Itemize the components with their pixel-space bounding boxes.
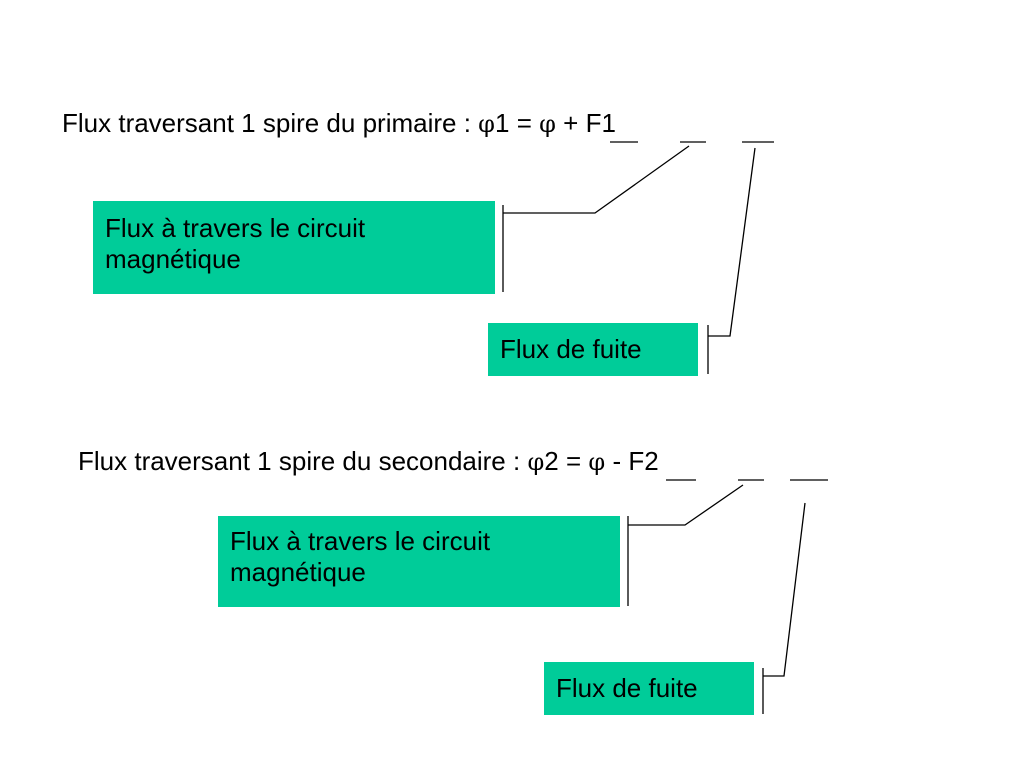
- secondary-magnetic-connector: [628, 484, 744, 526]
- primary-leakage-flux-box: Flux de fuite: [488, 323, 698, 376]
- primary-equation: Flux traversant 1 spire du primaire : φ1…: [62, 108, 616, 139]
- secondary-leakage-connector: [763, 502, 806, 677]
- secondary-phi-symbol: φ: [588, 448, 606, 476]
- secondary-phi2-symbol: φ: [527, 448, 545, 476]
- primary-magnetic-flux-line2: magnétique: [105, 244, 241, 274]
- secondary-phi2-index: 2: [544, 446, 559, 476]
- primary-magnetic-flux-box: Flux à travers le circuit magnétique: [93, 201, 495, 294]
- secondary-equation: Flux traversant 1 spire du secondaire : …: [78, 446, 659, 477]
- primary-leakage-flux-label: Flux de fuite: [500, 334, 642, 364]
- secondary-leakage-flux-label: Flux de fuite: [556, 673, 698, 703]
- primary-magnetic-connector: [503, 145, 690, 214]
- secondary-leak-term: F2: [628, 446, 659, 476]
- secondary-magnetic-flux-line2: magnétique: [230, 557, 366, 587]
- primary-equals: =: [516, 108, 532, 138]
- primary-leak-term: F1: [585, 108, 616, 138]
- secondary-label: Flux traversant 1 spire du secondaire :: [78, 446, 521, 476]
- primary-phi1-symbol: φ: [478, 110, 495, 138]
- primary-phi-symbol: φ: [539, 110, 556, 138]
- primary-label: Flux traversant 1 spire du primaire :: [62, 108, 471, 138]
- secondary-magnetic-flux-box: Flux à travers le circuit magnétique: [218, 516, 620, 607]
- secondary-equals: =: [565, 446, 582, 476]
- primary-magnetic-flux-line1: Flux à travers le circuit: [105, 213, 366, 243]
- secondary-leakage-flux-box: Flux de fuite: [544, 662, 754, 715]
- primary-phi1-index: 1: [494, 108, 510, 138]
- primary-leakage-connector: [708, 147, 756, 337]
- secondary-magnetic-flux-line1: Flux à travers le circuit: [230, 526, 491, 556]
- secondary-operator: -: [612, 446, 622, 476]
- primary-operator: +: [563, 108, 579, 138]
